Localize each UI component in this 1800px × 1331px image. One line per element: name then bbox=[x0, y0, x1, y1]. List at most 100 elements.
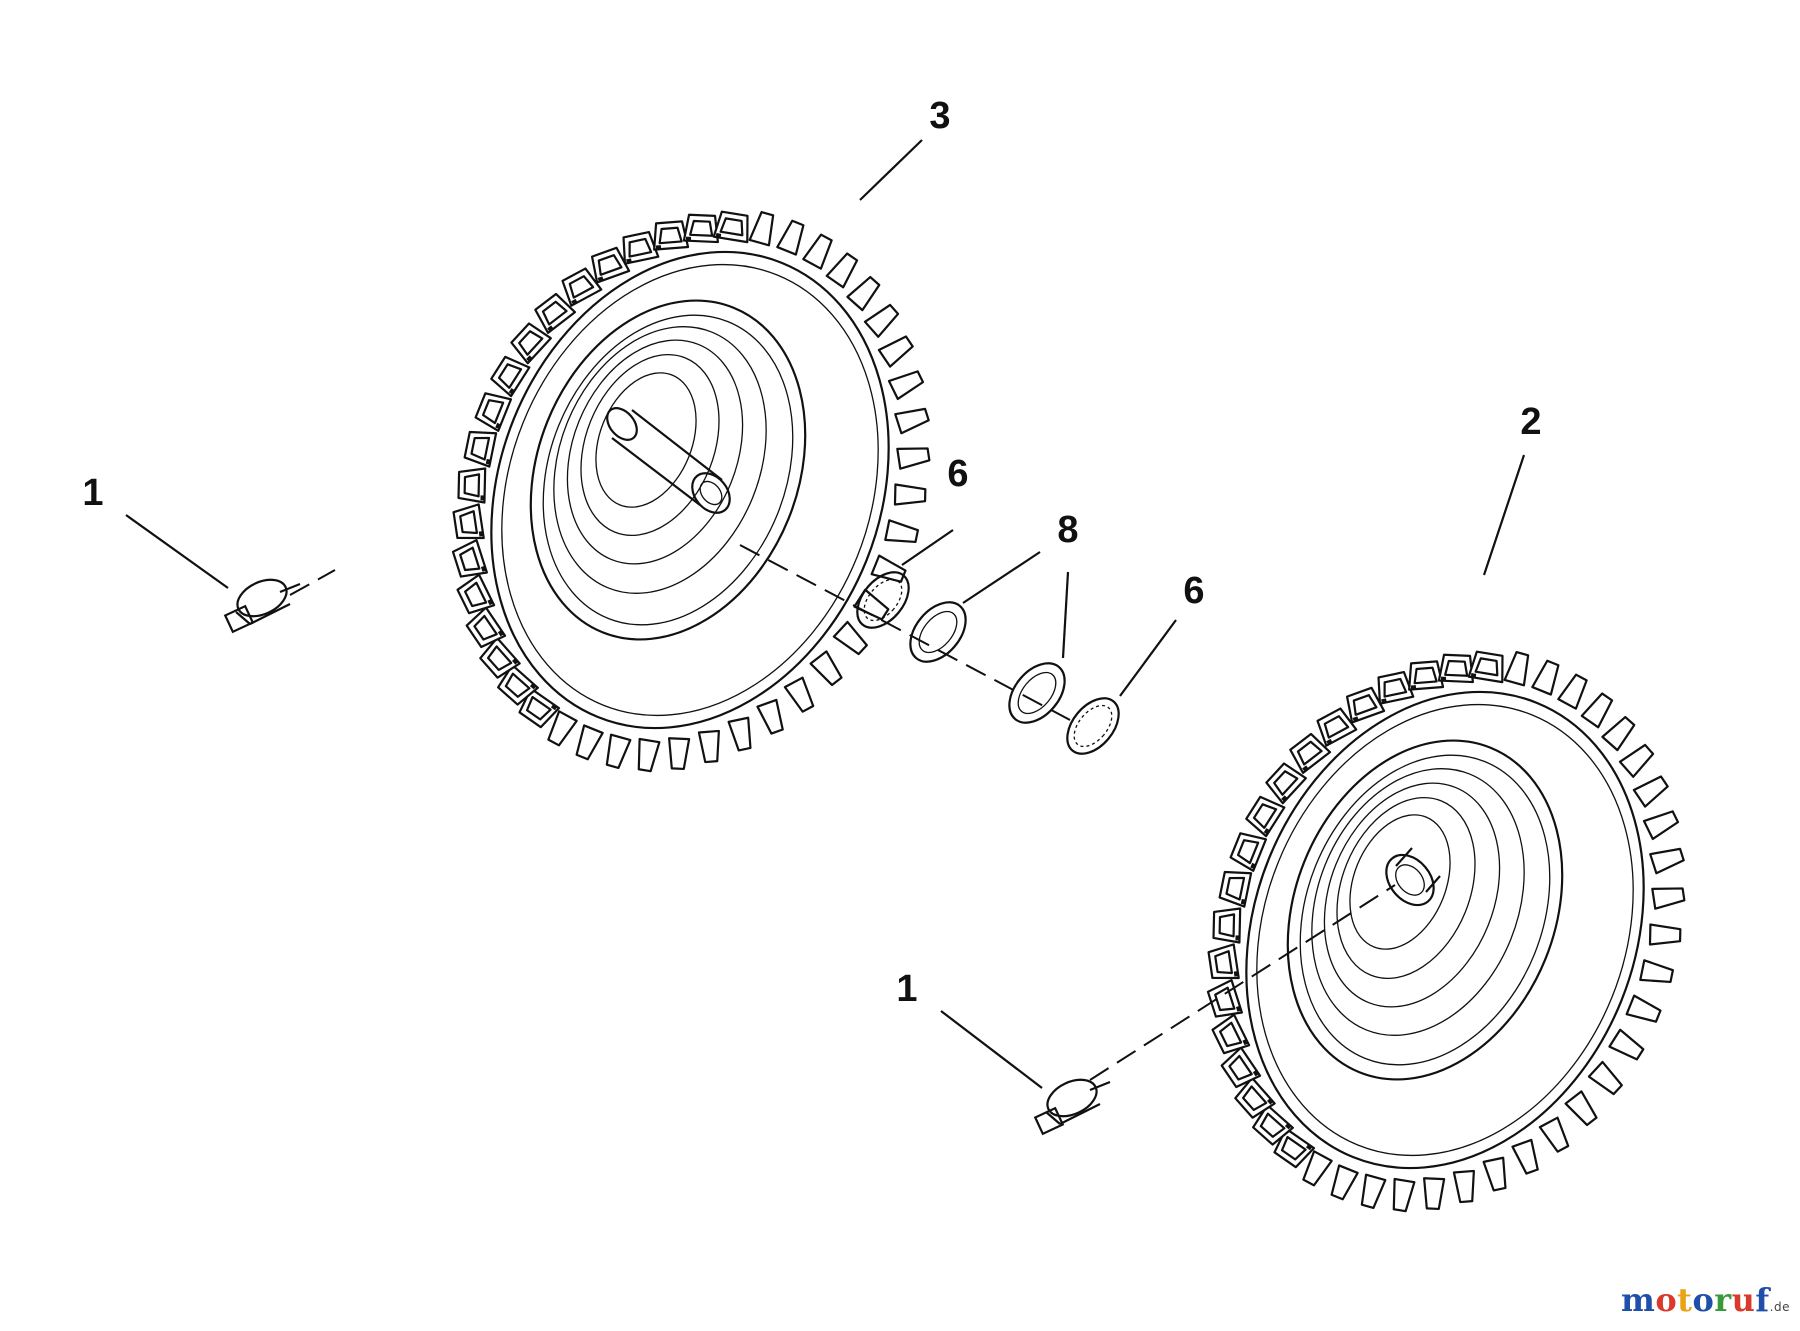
tread-lug bbox=[1511, 1138, 1539, 1175]
tread-lug bbox=[1252, 1104, 1294, 1146]
tread-lug bbox=[870, 554, 907, 583]
tread-lug bbox=[637, 737, 661, 773]
tread-lug bbox=[1229, 832, 1268, 872]
tread-lug bbox=[1587, 1060, 1623, 1096]
tread-lug bbox=[1625, 994, 1662, 1023]
tread-lug bbox=[1467, 650, 1504, 684]
tread-lug bbox=[1642, 810, 1680, 841]
tread-lug bbox=[1392, 1177, 1416, 1213]
callout-6-left: 6 bbox=[947, 453, 968, 495]
tread-lug bbox=[452, 503, 485, 540]
watermark-letter: f bbox=[1755, 1281, 1770, 1319]
tread-lug bbox=[893, 483, 927, 506]
callout-8: 8 bbox=[1057, 509, 1078, 551]
tread-lug bbox=[756, 698, 784, 735]
tread-lug bbox=[1452, 1169, 1475, 1204]
tread-lug bbox=[1302, 1150, 1333, 1187]
tread-lug bbox=[1408, 660, 1445, 691]
lynch-pin-right bbox=[1033, 1078, 1111, 1136]
tread-lug bbox=[1330, 1164, 1359, 1201]
tread-lug bbox=[474, 392, 513, 432]
tread-lug bbox=[877, 335, 914, 368]
callout-6-right: 6 bbox=[1183, 570, 1204, 612]
tread-lug bbox=[1211, 1013, 1251, 1055]
tread-lug bbox=[456, 573, 496, 615]
tread-lug bbox=[776, 219, 805, 256]
tread-lug bbox=[682, 213, 719, 244]
tread-lug bbox=[1423, 1177, 1446, 1211]
right-wheel-assembly bbox=[1206, 650, 1686, 1213]
tread-lug bbox=[1503, 650, 1530, 687]
tread-lug bbox=[575, 724, 604, 761]
tread-lug bbox=[1220, 1046, 1262, 1089]
left-pin-center-line bbox=[289, 569, 336, 596]
left-wheel-tread bbox=[451, 210, 931, 773]
tread-lug bbox=[863, 303, 900, 338]
tread-lug bbox=[748, 210, 775, 247]
right-wheel-rim bbox=[1245, 690, 1645, 1170]
callout-3: 3 bbox=[929, 95, 950, 137]
tread-lug bbox=[1639, 959, 1674, 984]
tread-lug bbox=[1608, 1028, 1645, 1061]
tread-lug bbox=[518, 687, 561, 729]
tread-lug bbox=[490, 355, 531, 398]
tread-lug bbox=[451, 539, 488, 578]
right-pin-center-line bbox=[1089, 884, 1396, 1081]
tread-lug bbox=[1234, 1076, 1276, 1119]
left-wheel-rim bbox=[490, 250, 890, 730]
tread-lug bbox=[479, 636, 521, 679]
tread-lug bbox=[1601, 715, 1636, 752]
tread-lug bbox=[1206, 979, 1243, 1018]
tread-lug bbox=[1531, 659, 1560, 696]
watermark-letter: u bbox=[1731, 1281, 1756, 1319]
lynch-pin-left bbox=[223, 578, 301, 634]
tread-lug bbox=[1482, 1156, 1507, 1192]
tread-lug bbox=[1360, 1173, 1387, 1210]
tread-lug bbox=[712, 210, 749, 244]
tread-lug bbox=[1651, 887, 1686, 910]
tread-lug bbox=[1538, 1116, 1570, 1153]
tread-lug bbox=[1648, 923, 1682, 946]
tread-lug bbox=[1649, 847, 1685, 875]
tread-lug bbox=[622, 230, 660, 265]
tread-lug bbox=[825, 252, 859, 289]
tread-lug bbox=[590, 246, 631, 284]
leader-lines bbox=[125, 139, 1526, 1089]
tread-lug bbox=[605, 733, 632, 770]
tread-lug bbox=[668, 737, 691, 771]
tread-lug bbox=[1632, 775, 1669, 808]
watermark-letter: t bbox=[1677, 1281, 1693, 1319]
left-wheel-assembly bbox=[451, 210, 931, 773]
left-wheel-axle bbox=[606, 407, 731, 514]
tread-lug bbox=[894, 407, 930, 435]
callout-2: 2 bbox=[1520, 401, 1541, 443]
tread-lug bbox=[463, 430, 498, 468]
tread-lug bbox=[1265, 762, 1307, 805]
tread-lug bbox=[1218, 870, 1253, 908]
washer-8-right bbox=[1008, 662, 1066, 724]
tread-lug bbox=[1345, 686, 1386, 724]
tread-lug bbox=[884, 519, 919, 544]
tread-lug bbox=[802, 233, 833, 270]
tread-lug bbox=[896, 447, 931, 470]
tread-lug bbox=[1437, 653, 1474, 684]
tread-lug bbox=[1212, 907, 1242, 944]
callout-1-right: 1 bbox=[896, 968, 917, 1010]
tread-lug bbox=[1564, 1090, 1598, 1127]
tread-lug bbox=[846, 275, 881, 312]
right-wheel-tread bbox=[1206, 650, 1686, 1213]
tread-lug bbox=[1618, 743, 1655, 778]
watermark-letter: r bbox=[1714, 1281, 1732, 1319]
watermark-letter: o bbox=[1655, 1281, 1678, 1319]
tread-lug bbox=[809, 650, 843, 687]
tread-lug bbox=[465, 606, 507, 649]
washer-8-left bbox=[909, 601, 967, 663]
right-wheel-hub bbox=[1385, 847, 1441, 907]
tread-lug bbox=[1316, 707, 1358, 747]
tread-lug bbox=[783, 676, 815, 713]
tread-lug bbox=[1289, 732, 1332, 774]
tread-lug bbox=[832, 620, 868, 656]
tread-lug bbox=[887, 370, 925, 401]
tread-lug bbox=[653, 220, 690, 251]
